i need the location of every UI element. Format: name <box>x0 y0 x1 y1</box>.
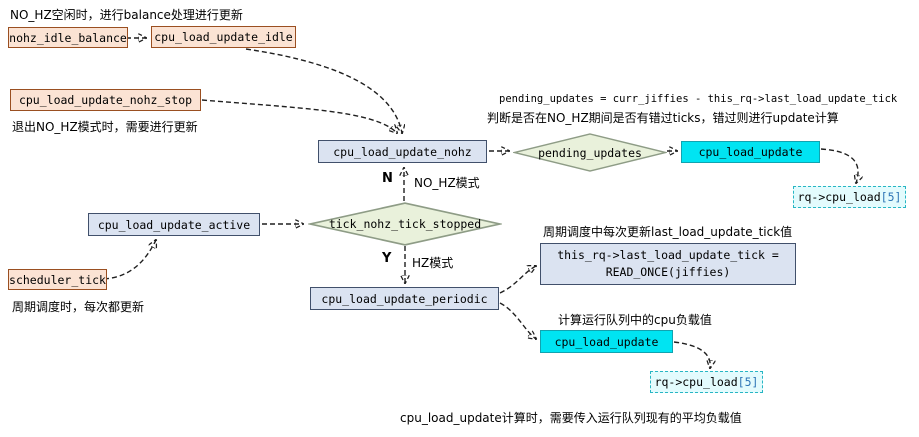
note-scheduler-tick: 周期调度时，每次都更新 <box>12 300 145 314</box>
connector-cpu-load-update-to-rq-top <box>820 148 858 183</box>
rq-cpu-load-top-index: [5] <box>880 190 902 204</box>
last-load-update-tick-line2: READ_ONCE(jiffies) <box>605 265 731 279</box>
node-cpu-load-update-idle: cpu_load_update_idle <box>151 26 296 48</box>
node-rq-cpu-load-bottom: rq->cpu_load[5] <box>650 371 763 393</box>
branch-label-nohz: NO_HZ模式 <box>414 176 480 190</box>
decision-tick-nohz-label: tick_nohz_tick_stopped <box>328 217 482 231</box>
note-periodic-tick: 周期调度中每次更新last_load_update_tick值 <box>543 225 793 239</box>
connector-scheduler-tick-to-active <box>103 240 156 280</box>
decision-tick-nohz-shape <box>308 202 502 246</box>
decision-pending-updates-shape <box>513 133 667 172</box>
note-cpu-load-calc: 计算运行队列中的cpu负载值 <box>558 313 712 327</box>
node-cpu-load-update-top: cpu_load_update <box>681 141 820 163</box>
node-cpu-load-update-periodic: cpu_load_update_periodic <box>310 287 499 310</box>
branch-label-hz: HZ模式 <box>412 256 454 270</box>
connector-periodic-to-last-tick <box>499 266 536 294</box>
note-nohz-stop: 退出NO_HZ模式时，需要进行更新 <box>12 120 198 134</box>
branch-label-y: Y <box>382 251 392 266</box>
node-rq-cpu-load-top: rq->cpu_load[5] <box>793 186 906 208</box>
node-cpu-load-update-nohz-stop: cpu_load_update_nohz_stop <box>10 89 201 111</box>
node-last-load-update-tick: this_rq->last_load_update_tick = READ_ON… <box>540 243 796 285</box>
connector-cpu-load-update-bottom-to-rq-bottom <box>673 341 710 368</box>
rq-cpu-load-top-base: rq->cpu_load <box>797 190 881 204</box>
rq-cpu-load-bottom-index: [5] <box>737 375 759 389</box>
decision-pending-updates-label: pending_updates <box>538 145 642 160</box>
note-pending-formula: pending_updates = curr_jiffies - this_rq… <box>499 93 898 105</box>
decision-pending-updates: pending_updates <box>513 133 667 172</box>
connector-nohz-stop-to-nohz <box>201 99 397 133</box>
node-cpu-load-update-nohz: cpu_load_update_nohz <box>318 140 487 163</box>
note-bottom: cpu_load_update计算时，需要传入运行队列现有的平均负载值 <box>400 411 742 425</box>
connector-update-idle-to-nohz <box>245 48 402 133</box>
last-load-update-tick-line1: this_rq->last_load_update_tick = <box>557 248 779 262</box>
connector-periodic-to-cpu-load-update-bottom <box>499 302 536 339</box>
decision-tick-nohz-tick-stopped: tick_nohz_tick_stopped <box>308 202 502 246</box>
node-scheduler-tick: scheduler_tick <box>8 269 107 290</box>
node-cpu-load-update-active: cpu_load_update_active <box>88 213 260 236</box>
note-nohz-idle-balance: NO_HZ空闲时，进行balance处理进行更新 <box>10 8 243 22</box>
node-nohz-idle-balance: nohz_idle_balance <box>8 27 128 48</box>
rq-cpu-load-bottom-base: rq->cpu_load <box>654 375 738 389</box>
branch-label-n: N <box>382 171 393 186</box>
node-cpu-load-update-bottom: cpu_load_update <box>540 330 673 353</box>
note-pending-desc: 判断是否在NO_HZ期间是否有错过ticks，错过则进行update计算 <box>487 111 839 125</box>
